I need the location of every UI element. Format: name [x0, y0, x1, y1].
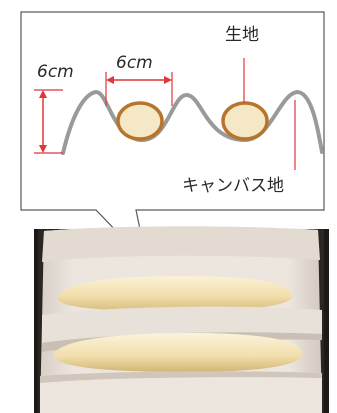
dough-oval-left: [116, 101, 164, 141]
width-measure-label: 6cm: [116, 53, 153, 73]
height-measure-arrow: [34, 89, 63, 154]
photo-baguettes-in-couche: [34, 226, 329, 413]
dough-oval-right: [221, 101, 269, 141]
canvas-label: キャンバス地: [182, 176, 284, 196]
height-measure-label: 6cm: [37, 62, 74, 82]
width-measure-arrow: [105, 72, 173, 106]
dough-label: 生地: [225, 25, 259, 45]
canvas-wave-line: [61, 89, 324, 155]
